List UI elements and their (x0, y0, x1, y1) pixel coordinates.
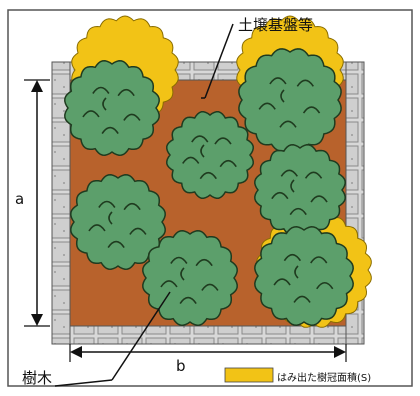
soil-leader-line (204, 23, 234, 99)
tree-crown-icon-6 (142, 230, 238, 326)
tree-crown-icon-3 (166, 111, 254, 199)
soil-base-label: 土壌基盤等 (238, 16, 314, 34)
curb-left (51, 61, 71, 345)
tree-crown-icon-4 (254, 144, 346, 236)
curb-bottom (51, 325, 365, 345)
legend-overflow-swatch (224, 367, 274, 383)
tree-label: 樹木 (22, 369, 53, 387)
tree-crown-icon-5 (70, 174, 166, 270)
dimension-a-label: a (15, 190, 25, 208)
tree-crown-icon-7 (254, 226, 354, 326)
dimension-a (24, 79, 50, 327)
tree-leader-base (54, 379, 113, 387)
tree-leader-line (111, 291, 171, 381)
dimension-b-label: b (176, 357, 186, 375)
tree-crown-icon-1 (64, 60, 160, 156)
tree-crown-icon-2 (238, 48, 342, 152)
legend-label: はみ出た樹冠面積(S) (277, 373, 372, 384)
tree-crowns (64, 48, 354, 326)
dimension-b (69, 344, 347, 362)
